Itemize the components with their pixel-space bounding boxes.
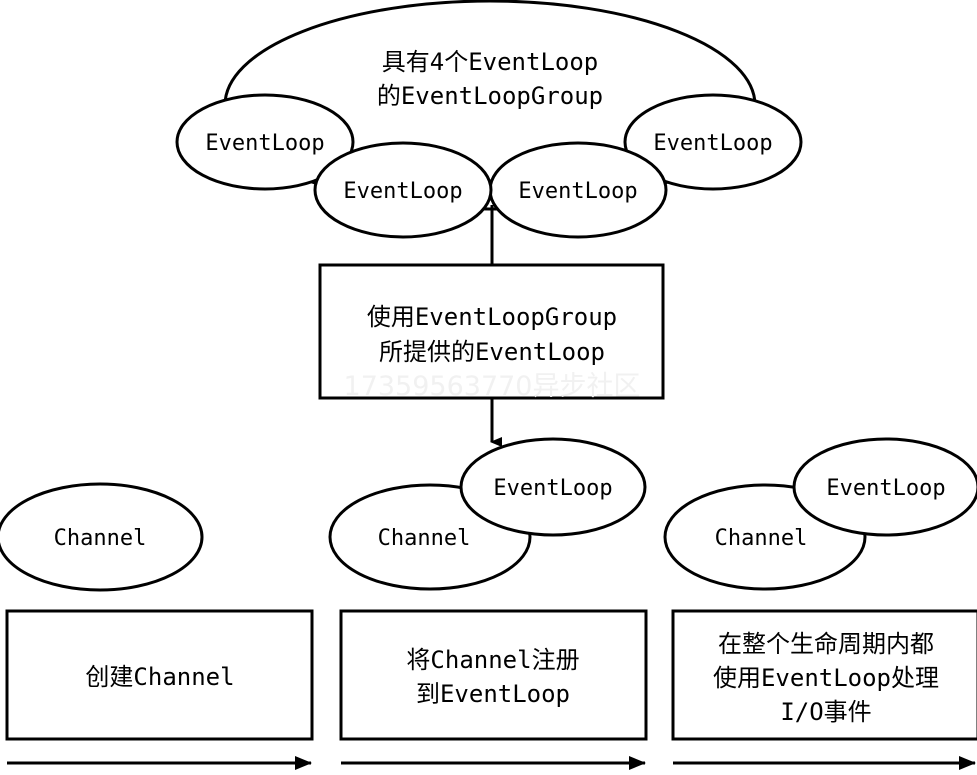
cloud-eventloop-4-outline xyxy=(623,93,803,191)
stage-box-1-line1: 创建Channel xyxy=(85,663,234,691)
stage-box-3-outline xyxy=(671,609,977,741)
eventloop-2-fill xyxy=(461,439,645,535)
eventloop-3-fill xyxy=(794,439,977,535)
cloud-eventloop-1[interactable]: EventLoop xyxy=(175,93,355,191)
cloud-eventloop-2-fill xyxy=(315,143,491,237)
cloud-eventloop-4-fill xyxy=(625,95,801,189)
eventloopgroup-label-line2: 的EventLoopGroup xyxy=(377,82,603,110)
stage-box-2-fill xyxy=(341,611,646,739)
eventloop-3-label: EventLoop xyxy=(826,476,945,501)
middle-box[interactable]: 使用EventLoopGroup 所提供的EventLoop 173595637… xyxy=(318,263,665,402)
stage-box-1-fill xyxy=(7,611,312,739)
cloud-eventloop-4[interactable]: EventLoop xyxy=(623,93,803,191)
cloud-eventloop-1-label: EventLoop xyxy=(205,131,324,156)
stage-box-2[interactable]: 将Channel注册 到EventLoop xyxy=(339,609,648,741)
middle-box-label-line1: 使用EventLoopGroup xyxy=(367,303,617,331)
cloud-eventloop-1-fill xyxy=(177,95,353,189)
channel-group-2[interactable]: Channel EventLoop xyxy=(328,437,647,591)
eventloop-3-outline xyxy=(792,437,977,537)
channel-3-label: Channel xyxy=(715,526,808,551)
stage-box-2-line2: 到EventLoop xyxy=(416,680,570,708)
stage-box-3-line3: I/O事件 xyxy=(780,698,871,726)
cloud-eventloop-2-outline xyxy=(313,141,493,239)
channel-2-label: Channel xyxy=(378,526,471,551)
channel-1-outline xyxy=(0,482,204,592)
channel-3-outline xyxy=(663,483,867,591)
eventloopgroup-label-line1: 具有4个EventLoop xyxy=(382,48,599,76)
eventloopgroup-cloud[interactable]: 具有4个EventLoop 的EventLoopGroup EventLoop … xyxy=(175,0,803,239)
stage-box-2-line1: 将Channel注册 xyxy=(406,646,579,674)
cloud-eventloop-2-label: EventLoop xyxy=(343,179,462,204)
cloud-eventloop-2[interactable]: EventLoop xyxy=(313,141,493,239)
middle-box-label-line2: 所提供的EventLoop xyxy=(379,338,605,366)
channel-group-3[interactable]: Channel EventLoop xyxy=(663,437,977,591)
cloud-eventloop-1-outline xyxy=(175,93,355,191)
channel-2-outline xyxy=(328,483,532,591)
stage-box-3[interactable]: 在整个生命周期内都 使用EventLoop处理 I/O事件 xyxy=(671,609,977,741)
stage-box-3-fill xyxy=(673,611,977,739)
channel-1-fill xyxy=(0,484,202,590)
eventloop-2-label: EventLoop xyxy=(493,476,612,501)
cloud-eventloop-3-label: EventLoop xyxy=(518,179,637,204)
channel-group-1[interactable]: Channel xyxy=(0,482,204,592)
stage-box-2-outline xyxy=(339,609,648,741)
stage-box-3-line1: 在整个生命周期内都 xyxy=(718,630,934,658)
eventloop-2-outline xyxy=(459,437,647,537)
cloud-eventloop-3[interactable]: EventLoop xyxy=(488,141,668,239)
cloud-eventloop-4-label: EventLoop xyxy=(653,131,772,156)
watermark-text: 17359563770异步社区 xyxy=(344,371,641,402)
stage-box-1[interactable]: 创建Channel xyxy=(5,609,314,741)
cloud-eventloop-3-fill xyxy=(490,143,666,237)
stage-box-1-outline xyxy=(5,609,314,741)
middle-box-fill xyxy=(320,265,663,398)
channel-1-label: Channel xyxy=(54,526,147,551)
stage-box-3-line2: 使用EventLoop处理 xyxy=(713,664,939,692)
